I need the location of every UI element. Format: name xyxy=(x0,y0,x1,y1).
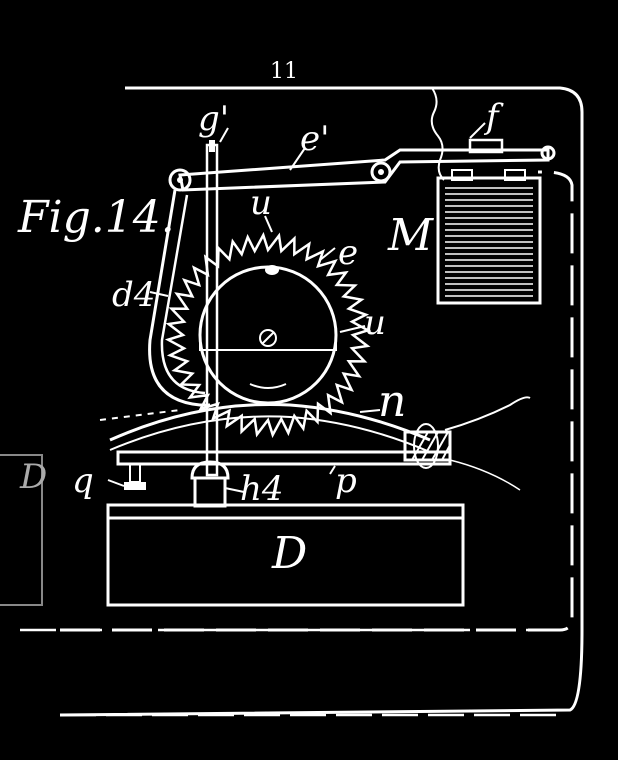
sheet-number: 11 xyxy=(270,59,298,84)
label-e-prime: e' xyxy=(300,119,329,159)
label-h4: h4 xyxy=(240,469,284,509)
circuit-wire-inner xyxy=(60,170,574,632)
magnet-m xyxy=(436,176,542,305)
label-M: M xyxy=(387,210,434,261)
label-u-right: u xyxy=(364,303,386,343)
pivot-right xyxy=(540,145,556,161)
magnet-windings xyxy=(445,187,533,297)
partial-box xyxy=(0,454,43,606)
button-h4 xyxy=(190,460,230,480)
circuit-wire xyxy=(59,86,584,717)
label-p: p xyxy=(335,461,357,501)
arm-d4 xyxy=(148,189,210,407)
pivot-left xyxy=(168,168,192,192)
label-D-left: D xyxy=(19,457,47,497)
ratchet-wheel xyxy=(164,231,372,439)
axle xyxy=(259,329,277,347)
leader-lines xyxy=(107,122,486,493)
drum-pin xyxy=(265,265,279,275)
lever-p xyxy=(116,450,452,466)
box-d xyxy=(106,503,465,607)
label-D: D xyxy=(271,528,307,579)
label-q: q xyxy=(72,461,94,501)
wavy-wire xyxy=(430,87,445,181)
ratchet-teeth xyxy=(164,231,372,439)
figure-title: Fig.14. xyxy=(17,192,175,243)
label-u-top: u xyxy=(250,183,272,223)
label-e: e xyxy=(338,233,358,273)
contact-f xyxy=(468,138,504,154)
spring-n xyxy=(109,402,431,442)
label-g-prime: g' xyxy=(198,99,229,139)
pivot-middle xyxy=(370,161,392,183)
label-d4: d4 xyxy=(112,275,155,315)
label-n: n xyxy=(378,376,406,427)
